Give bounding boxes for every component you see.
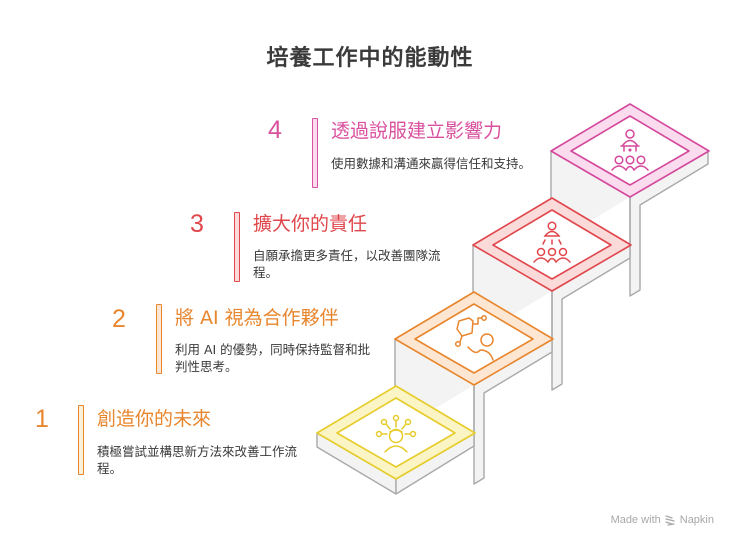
step-description: 積極嘗試並構思新方法來改善工作流程。 <box>97 444 298 476</box>
step-accent-bar <box>234 212 240 282</box>
presenter-audience-icon <box>611 129 649 172</box>
ai-robot-collaboration-icon <box>454 315 494 361</box>
step-heading: 創造你的未來 <box>97 408 212 430</box>
step-description: 利用 AI 的優勢，同時保持監督和批判性思考。 <box>175 342 371 374</box>
step-number: 2 <box>112 305 126 333</box>
made-with-napkin-badge: Made with Napkin <box>611 514 714 526</box>
step-number: 1 <box>35 405 49 433</box>
idea-person-icon <box>375 414 417 453</box>
step-description: 自願承擔更多責任，以改善團隊流程。 <box>253 248 441 280</box>
step-heading: 透過說服建立影響力 <box>331 120 503 142</box>
step-number: 3 <box>190 210 204 238</box>
footer-prefix: Made with <box>610 514 661 526</box>
step-accent-bar <box>156 304 162 374</box>
step-heading: 將 AI 視為合作夥伴 <box>175 307 339 329</box>
leader-team-icon <box>533 221 571 264</box>
step-description: 使用數據和溝通來贏得信任和支持。 <box>331 156 532 171</box>
step-accent-bar <box>78 405 84 475</box>
step-2-tile <box>394 291 554 386</box>
napkin-logo-icon <box>665 514 675 526</box>
step-number: 4 <box>268 116 282 144</box>
step-accent-bar <box>312 118 318 188</box>
step-1-tile <box>316 385 476 480</box>
footer-brand: Napkin <box>679 514 714 526</box>
step-heading: 擴大你的責任 <box>253 213 368 235</box>
page-title: 培養工作中的能動性 <box>266 46 474 71</box>
